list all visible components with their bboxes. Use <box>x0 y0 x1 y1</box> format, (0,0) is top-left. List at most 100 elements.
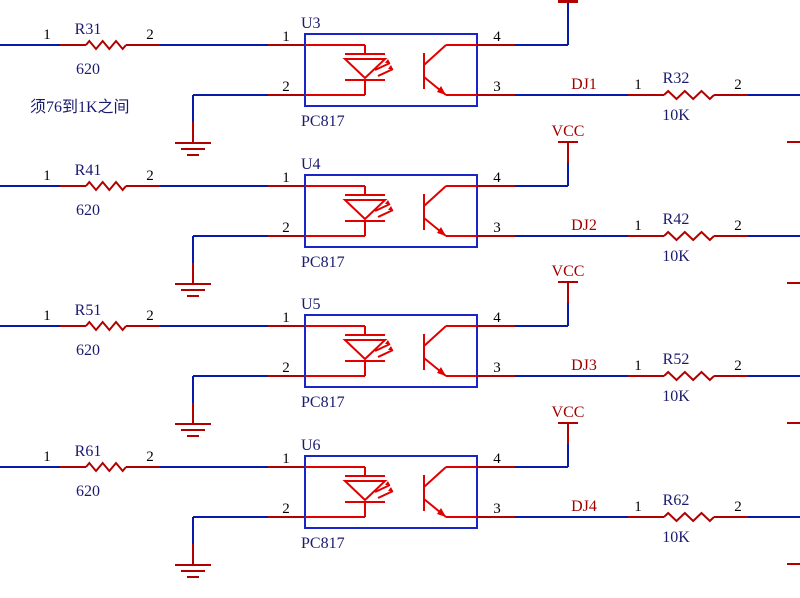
led-emission-arrowhead-1 <box>385 59 390 63</box>
led-emission-arrowhead-1 <box>385 340 390 344</box>
output-resistor-symbol <box>663 89 715 101</box>
input-resistor-designator: R61 <box>75 443 102 460</box>
led-emission-arrow-1 <box>374 62 391 71</box>
optocoupler-designator: U6 <box>301 437 321 454</box>
optocoupler-designator: U5 <box>301 296 321 313</box>
transistor-collector-diag <box>423 44 447 66</box>
led-emission-arrowhead-1 <box>385 200 390 204</box>
input-resistor-pin1-label: 1 <box>43 27 51 43</box>
input-resistor-symbol <box>85 461 127 473</box>
opto-pin1-number: 1 <box>282 310 290 326</box>
opto-pin2-number: 2 <box>282 220 290 236</box>
input-resistor-pin2-label: 2 <box>146 27 154 43</box>
transistor-emitter-arrow <box>437 86 446 95</box>
input-resistor-pin1-label: 1 <box>43 168 51 184</box>
led-emission-arrowhead-2 <box>388 346 393 350</box>
opto-pin4-number: 4 <box>493 29 501 45</box>
optocoupler-body <box>304 314 478 388</box>
led-triangle <box>342 58 388 80</box>
input-resistor-pin1-label: 1 <box>43 449 51 465</box>
output-resistor-symbol <box>663 370 715 382</box>
opto-pin3-number: 3 <box>493 79 501 95</box>
output-resistor-pin2-label: 2 <box>734 218 742 234</box>
optocoupler-body <box>304 455 478 529</box>
optocoupler-part-number: PC817 <box>301 394 345 411</box>
vcc-label: VCC <box>552 263 585 280</box>
output-resistor-designator: R42 <box>663 211 690 228</box>
output-net-label: DJ1 <box>571 76 597 93</box>
opto-pin4-number: 4 <box>493 170 501 186</box>
transistor-emitter-arrow <box>437 227 446 236</box>
output-resistor-pin2-label: 2 <box>734 358 742 374</box>
led-emission-arrow-1 <box>374 203 391 212</box>
led-emission-arrow-2 <box>377 209 394 218</box>
output-resistor-symbol <box>663 511 715 523</box>
led-triangle <box>342 480 388 502</box>
input-resistor-pin2-label: 2 <box>146 308 154 324</box>
output-resistor-value: 10K <box>662 107 690 124</box>
input-resistor-symbol <box>85 39 127 51</box>
output-resistor-pin1-label: 1 <box>634 77 642 93</box>
opto-pin1-number: 1 <box>282 451 290 467</box>
opto-pin1-number: 1 <box>282 29 290 45</box>
output-resistor-pin1-label: 1 <box>634 499 642 515</box>
transistor-emitter-arrow <box>437 508 446 517</box>
led-emission-arrowhead-1 <box>385 481 390 485</box>
output-resistor-value: 10K <box>662 248 690 265</box>
transistor-collector-diag <box>423 325 447 347</box>
opto-pin4-number: 4 <box>493 310 501 326</box>
optocoupler-part-number: PC817 <box>301 535 345 552</box>
input-resistor-pin1-label: 1 <box>43 308 51 324</box>
transistor-collector-diag <box>423 466 447 488</box>
opto-pin2-number: 2 <box>282 360 290 376</box>
input-resistor-symbol <box>85 320 127 332</box>
input-resistor-value: 620 <box>76 61 100 78</box>
led-emission-arrow-2 <box>377 68 394 77</box>
output-resistor-symbol <box>663 230 715 242</box>
output-net-label: DJ2 <box>571 217 597 234</box>
opto-pin1-number: 1 <box>282 170 290 186</box>
led-emission-arrow-2 <box>377 349 394 358</box>
led-emission-arrow-1 <box>374 343 391 352</box>
vcc-label: VCC <box>552 404 585 421</box>
output-net-label: DJ4 <box>571 498 597 515</box>
led-emission-arrow-1 <box>374 484 391 493</box>
led-emission-arrowhead-2 <box>388 487 393 491</box>
optocoupler-body <box>304 174 478 248</box>
optocoupler-designator: U4 <box>301 156 321 173</box>
output-resistor-pin2-label: 2 <box>734 499 742 515</box>
opto-pin3-number: 3 <box>493 220 501 236</box>
led-emission-arrow-2 <box>377 490 394 499</box>
opto-pin2-number: 2 <box>282 79 290 95</box>
opto-pin3-number: 3 <box>493 360 501 376</box>
input-resistor-pin2-label: 2 <box>146 449 154 465</box>
opto-pin2-number: 2 <box>282 501 290 517</box>
led-emission-arrowhead-2 <box>388 65 393 69</box>
optocoupler-designator: U3 <box>301 15 321 32</box>
input-resistor-symbol <box>85 180 127 192</box>
optocoupler-body <box>304 33 478 107</box>
optocoupler-part-number: PC817 <box>301 254 345 271</box>
output-resistor-value: 10K <box>662 529 690 546</box>
input-resistor-pin2-label: 2 <box>146 168 154 184</box>
design-note: 须76到1K之间 <box>30 98 130 116</box>
output-resistor-pin1-label: 1 <box>634 218 642 234</box>
output-net-label: DJ3 <box>571 357 597 374</box>
input-resistor-value: 620 <box>76 202 100 219</box>
input-resistor-designator: R41 <box>75 162 102 179</box>
output-resistor-designator: R52 <box>663 351 690 368</box>
input-resistor-designator: R31 <box>75 21 102 38</box>
led-triangle <box>342 199 388 221</box>
transistor-collector-diag <box>423 185 447 207</box>
input-resistor-designator: R51 <box>75 302 102 319</box>
opto-pin3-number: 3 <box>493 501 501 517</box>
vcc-label: VCC <box>552 123 585 140</box>
led-triangle <box>342 339 388 361</box>
input-resistor-value: 620 <box>76 483 100 500</box>
